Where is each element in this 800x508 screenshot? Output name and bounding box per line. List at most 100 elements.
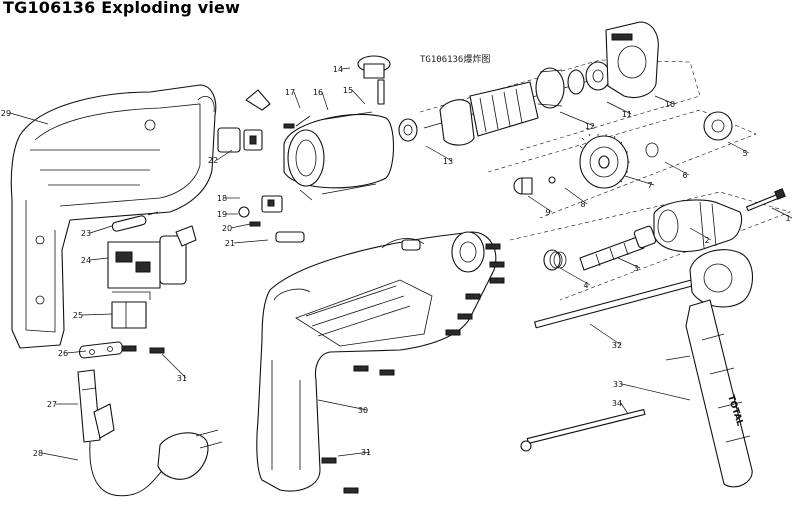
leader-line-25: [81, 313, 113, 316]
part-number-5: 5: [742, 149, 747, 158]
part-number-21: 21: [225, 239, 235, 248]
part-number-6: 6: [682, 171, 687, 180]
leader-line-1: [771, 207, 793, 219]
output-gear: [579, 133, 630, 189]
leader-line-21: [233, 239, 269, 244]
front-bearing: [703, 111, 733, 141]
steel-ball: [548, 176, 556, 184]
part-number-15: 15: [343, 86, 353, 95]
part-number-26: 26: [58, 349, 68, 358]
part-number-19: 19: [217, 210, 227, 219]
leader-line-10: [654, 95, 675, 105]
part-number-30: 30: [358, 406, 368, 415]
chuck-screw: [746, 188, 786, 212]
part-number-4: 4: [583, 281, 588, 290]
part-number-2: 2: [704, 236, 709, 245]
leader-line-20: [230, 223, 251, 229]
housing-left-half: [10, 84, 217, 349]
part-number-8: 8: [580, 200, 585, 209]
page-title: TG106136 Exploding view: [3, 0, 241, 17]
leader-line-4: [559, 267, 591, 286]
part-number-29: 29: [1, 109, 11, 118]
part-number-23: 23: [81, 229, 91, 238]
leader-line-32: [589, 323, 622, 346]
diagram-subtitle: TG106136爆炸图: [420, 55, 491, 65]
part-number-7: 7: [647, 181, 652, 190]
part-number-9: 9: [545, 208, 550, 217]
leader-line-30: [317, 399, 368, 411]
leader-line-2: [689, 227, 712, 241]
part-number-28: 28: [33, 449, 43, 458]
armature: [423, 67, 593, 146]
leader-line-16: [321, 91, 329, 111]
drill-chuck: [653, 199, 743, 253]
leader-line-13: [425, 145, 453, 162]
leader-line-26: [66, 350, 87, 354]
leader-line-11: [606, 101, 632, 115]
leader-line-3: [617, 257, 641, 269]
part-number-17: 17: [285, 88, 295, 97]
sleeve-bearing: [513, 177, 533, 195]
stator: [283, 111, 394, 201]
leader-line-34: [620, 402, 629, 415]
side-handle: [665, 249, 754, 488]
leader-line-33: [621, 383, 691, 401]
cable-clamp: [78, 341, 124, 359]
leader-line-23: [89, 225, 113, 234]
part-number-20: 20: [222, 224, 232, 233]
cord-protector: [77, 369, 115, 443]
part-number-18: 18: [217, 194, 227, 203]
housing-right-half: [256, 231, 497, 492]
part-number-24: 24: [81, 256, 91, 265]
leader-line-31: [337, 451, 371, 457]
leader-line-28: [41, 452, 79, 461]
leader-line-14: [341, 67, 351, 70]
gearbox-cover: [605, 21, 659, 99]
part-leader-lines: [9, 67, 793, 461]
leader-line-5: [727, 141, 750, 154]
capacitor: [111, 211, 159, 232]
rear-bearing: [585, 61, 611, 91]
leader-line-8: [564, 187, 588, 205]
leader-line-31: [161, 353, 187, 379]
leader-line-24: [89, 257, 109, 261]
part-number-13: 13: [443, 157, 453, 166]
spring: [543, 249, 567, 271]
part-number-11: 11: [622, 110, 632, 119]
part-number-31: 31: [177, 374, 187, 383]
leader-line-29: [9, 112, 49, 125]
screws-clamp: [121, 345, 165, 354]
washer: [398, 118, 418, 142]
cable-clamp-plate: [111, 301, 147, 329]
trigger-switch: [107, 225, 197, 300]
leader-line-15: [351, 89, 366, 105]
leader-line-6: [664, 161, 690, 176]
leader-line-12: [559, 111, 595, 127]
brush-holder-assembly: [217, 89, 305, 243]
part-number-27: 27: [47, 400, 57, 409]
part-number-12: 12: [585, 122, 595, 131]
part-number-14: 14: [333, 65, 343, 74]
part-number-25: 25: [73, 311, 83, 320]
part-number-32: 32: [612, 341, 622, 350]
spindle: [579, 225, 657, 271]
bushing-and-pin: [357, 55, 391, 105]
part-number-31: 31: [361, 448, 371, 457]
part-number-3: 3: [633, 264, 638, 273]
side-handle-bolt: [520, 408, 646, 452]
power-cord-plug: [89, 429, 223, 497]
leader-line-7: [624, 175, 655, 186]
leader-line-17: [293, 91, 301, 109]
part-number-22: 22: [208, 156, 218, 165]
circlip: [645, 142, 659, 158]
alignment-lines: [419, 59, 791, 301]
part-number-34: 34: [612, 399, 622, 408]
housing-screws: [321, 243, 505, 494]
part-number-10: 10: [665, 100, 675, 109]
leader-line-22: [216, 149, 233, 161]
part-number-16: 16: [313, 88, 323, 97]
part-number-33: 33: [613, 380, 623, 389]
part-number-1: 1: [785, 214, 790, 223]
part-number-labels: 1234567891011121314151617181920212223242…: [1, 65, 791, 458]
